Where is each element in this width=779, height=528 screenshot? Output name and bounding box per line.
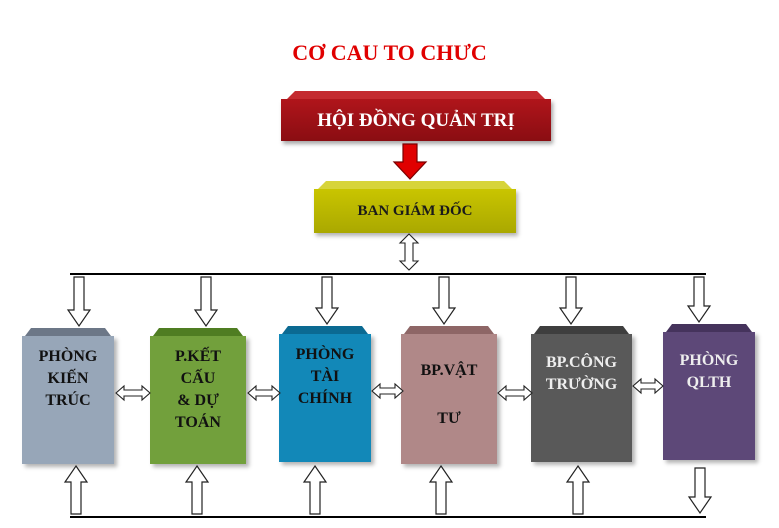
bottom-up-arrow <box>184 464 210 515</box>
department-label: PHÒNG KIẾN TRÚC <box>22 346 114 412</box>
department-label-line: TƯ <box>437 410 461 427</box>
department-double-arrow <box>632 377 664 395</box>
director-board-label: BAN GIÁM ĐỐC <box>357 203 473 219</box>
department-box: PHÒNG QLTH <box>663 332 755 460</box>
director-board-box: BAN GIÁM ĐỐC <box>314 189 516 233</box>
bottom-up-arrow <box>565 464 591 515</box>
bus-down-arrow <box>431 276 457 326</box>
department-double-arrow <box>115 384 151 402</box>
department-label-line: TRƯỜNG <box>545 376 618 393</box>
department-label-line: PHÒNG <box>679 352 739 369</box>
bus-down-arrow <box>66 276 92 328</box>
bottom-up-arrow <box>428 464 454 515</box>
bus-down-arrow <box>686 276 712 324</box>
bottom-up-arrow <box>63 464 89 515</box>
department-box-top <box>404 326 494 334</box>
bottom-down-arrow <box>687 467 713 515</box>
department-box: BP.VẬT TƯ <box>401 334 497 464</box>
department-label-line: TOÁN <box>175 414 221 431</box>
department-box-top <box>666 324 752 332</box>
department-label: BP.CÔNG TRƯỜNG <box>531 352 632 396</box>
department-label-line: BP.CÔNG <box>546 354 617 371</box>
department-label-line: PHÒNG <box>38 348 98 365</box>
department-box: PHÒNG TÀI CHÍNH <box>279 334 371 462</box>
department-double-arrow <box>247 384 281 402</box>
department-box-top <box>25 328 111 336</box>
department-double-arrow <box>497 384 533 402</box>
department-box: P.KẾT CẤU & DỰ TOÁN <box>150 336 246 464</box>
department-label-line: CHÍNH <box>297 390 353 407</box>
board-of-directors-box: HỘI ĐỒNG QUẢN TRỊ <box>281 99 551 141</box>
department-label-line: CẤU <box>180 370 216 387</box>
bottom-up-arrow <box>302 464 328 515</box>
department-label-line: BP.VẬT <box>420 362 478 379</box>
diagram-title: CƠ CAU TO CHƯC <box>292 40 487 65</box>
bus-down-arrow <box>558 276 584 326</box>
department-box-top <box>534 326 629 334</box>
department-label: PHÒNG TÀI CHÍNH <box>279 344 371 410</box>
department-box: BP.CÔNG TRƯỜNG <box>531 334 632 462</box>
board-of-directors-label: HỘI ĐỒNG QUẢN TRỊ <box>317 110 515 131</box>
department-double-arrow <box>371 382 404 400</box>
department-label-line: TRÚC <box>45 392 91 409</box>
red-down-arrow <box>392 143 428 180</box>
department-label: P.KẾT CẤU & DỰ TOÁN <box>150 346 246 434</box>
director-bus-double-arrow <box>398 233 420 271</box>
department-box: PHÒNG KIẾN TRÚC <box>22 336 114 464</box>
bus-down-arrow <box>193 276 219 328</box>
department-label-line: TÀI <box>310 368 340 385</box>
department-label-line: KIẾN <box>47 370 89 387</box>
bus-down-arrow <box>314 276 340 326</box>
department-box-top <box>282 326 368 334</box>
department-label-line: & DỰ <box>177 392 219 409</box>
department-label: BP.VẬT TƯ <box>401 360 497 430</box>
department-label: PHÒNG QLTH <box>663 350 755 394</box>
department-label-line: PHÒNG <box>295 346 355 363</box>
department-box-top <box>153 328 243 336</box>
department-label-line: P.KẾT <box>174 348 222 365</box>
department-label-line: QLTH <box>686 374 732 391</box>
